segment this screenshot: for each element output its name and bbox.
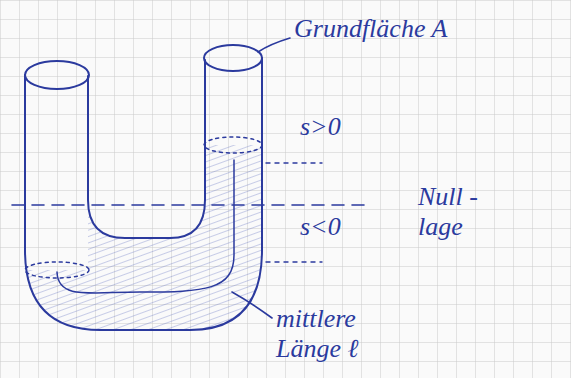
right-surface bbox=[204, 137, 262, 153]
length-label: mittlere Länge ℓ bbox=[276, 304, 416, 364]
area-label: Grundfläche A bbox=[294, 14, 494, 44]
leader-line bbox=[232, 292, 272, 318]
right-opening bbox=[204, 45, 262, 71]
level-mark bbox=[266, 261, 322, 262]
zero-level-label: Null - lage bbox=[418, 182, 500, 242]
zero-level-line bbox=[12, 204, 365, 206]
tube-outer-wall bbox=[25, 58, 262, 330]
leader-line bbox=[258, 38, 290, 52]
left-opening bbox=[25, 61, 89, 89]
tube-inner-wall bbox=[88, 60, 205, 238]
displacement-label: s<0 bbox=[300, 212, 380, 242]
level-mark bbox=[266, 162, 322, 163]
mean-length-line bbox=[57, 160, 234, 293]
displacement-label: s>0 bbox=[300, 112, 380, 142]
